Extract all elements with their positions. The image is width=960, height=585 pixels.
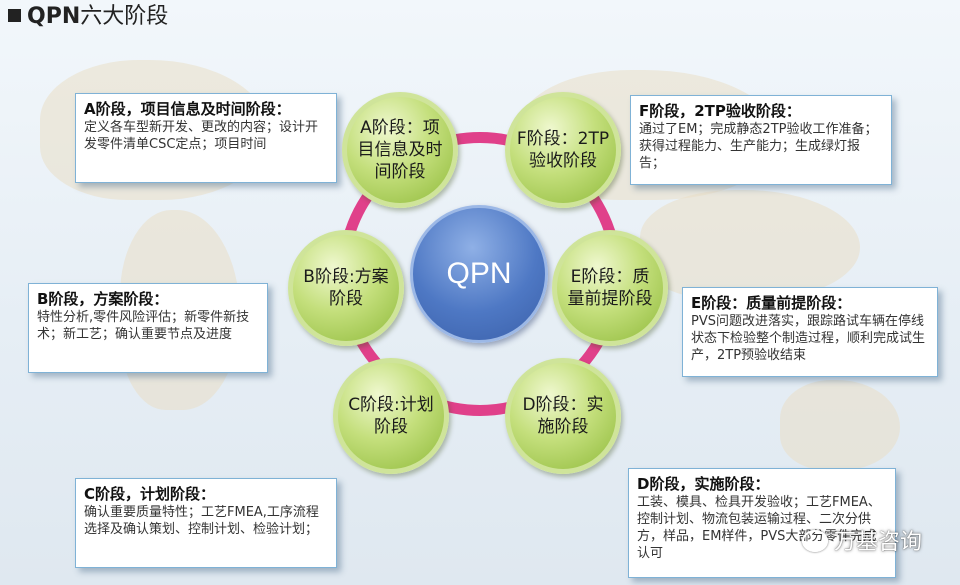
stage-f-box: F阶段，2TP验收阶段： 通过了EM；完成静态2TP验收工作准备；获得过程能力、…	[630, 95, 892, 185]
stage-a-box: A阶段，项目信息及时间阶段： 定义各车型新开发、更改的内容；设计开发零件清单CS…	[75, 93, 337, 183]
stage-a-circle-label: A阶段：项目信息及时间阶段	[357, 118, 443, 182]
title-prefix: QPN	[27, 4, 81, 29]
stage-b-heading: B阶段，方案阶段：	[37, 290, 169, 308]
stage-e-circle: E阶段：质量前提阶段	[552, 230, 668, 346]
stage-a-text: 定义各车型新开发、更改的内容；设计开发零件清单CSC定点；项目时间	[84, 120, 319, 152]
stage-c-circle-label: C阶段:计划阶段	[348, 395, 434, 437]
qpn-center-circle: QPN	[410, 205, 548, 343]
stage-b-circle-label: B阶段:方案阶段	[303, 267, 389, 309]
stage-f-heading: F阶段，2TP验收阶段：	[639, 102, 801, 120]
stage-e-heading: E阶段：质量前提阶段：	[691, 294, 852, 312]
stage-c-text: 确认重要质量特性；工艺FMEA,工序流程选择及确认策划、控制计划、检验计划；	[84, 505, 319, 537]
stage-d-box: D阶段，实施阶段： 工装、模具、检具开发验收；工艺FMEA、控制计划、物流包装运…	[628, 468, 896, 578]
stage-c-box: C阶段，计划阶段： 确认重要质量特性；工艺FMEA,工序流程选择及确认策划、控制…	[75, 478, 337, 568]
stage-f-circle: F阶段：2TP验收阶段	[505, 92, 621, 208]
map-backdrop	[640, 190, 860, 300]
title-suffix: 六大阶段	[80, 4, 169, 29]
stage-f-circle-label: F阶段：2TP验收阶段	[516, 129, 610, 171]
stage-b-box: B阶段，方案阶段： 特性分析,零件风险评估；新零件新技术；新工艺；确认重要节点及…	[28, 283, 268, 373]
stage-e-circle-label: E阶段：质量前提阶段	[567, 267, 653, 309]
stage-c-heading: C阶段，计划阶段：	[84, 485, 216, 503]
stage-d-circle-label: D阶段：实施阶段	[522, 395, 604, 437]
watermark-text: 万基咨询	[834, 530, 923, 555]
stage-a-circle: A阶段：项目信息及时间阶段	[342, 92, 458, 208]
center-label: QPN	[446, 257, 512, 290]
stage-b-circle: B阶段:方案阶段	[288, 230, 404, 346]
stage-b-text: 特性分析,零件风险评估；新零件新技术；新工艺；确认重要节点及进度	[37, 310, 250, 342]
stage-f-text: 通过了EM；完成静态2TP验收工作准备；获得过程能力、生产能力；生成绿灯报告；	[639, 122, 878, 171]
page-title: QPN六大阶段	[8, 2, 168, 32]
stage-a-heading: A阶段，项目信息及时间阶段：	[84, 100, 291, 118]
watermark: 万基咨询	[802, 528, 922, 558]
stage-d-heading: D阶段，实施阶段：	[637, 475, 770, 493]
wechat-icon	[802, 530, 828, 552]
stage-d-circle: D阶段：实施阶段	[505, 358, 621, 474]
stage-e-text: PVS问题改进落实，跟踪路试车辆在停线状态下检验整个制造过程，顺利完成试生产，2…	[691, 314, 926, 363]
stage-c-circle: C阶段:计划阶段	[333, 358, 449, 474]
stage-e-box: E阶段：质量前提阶段： PVS问题改进落实，跟踪路试车辆在停线状态下检验整个制造…	[682, 287, 938, 377]
map-backdrop	[780, 380, 900, 470]
square-bullet-icon	[8, 9, 21, 22]
